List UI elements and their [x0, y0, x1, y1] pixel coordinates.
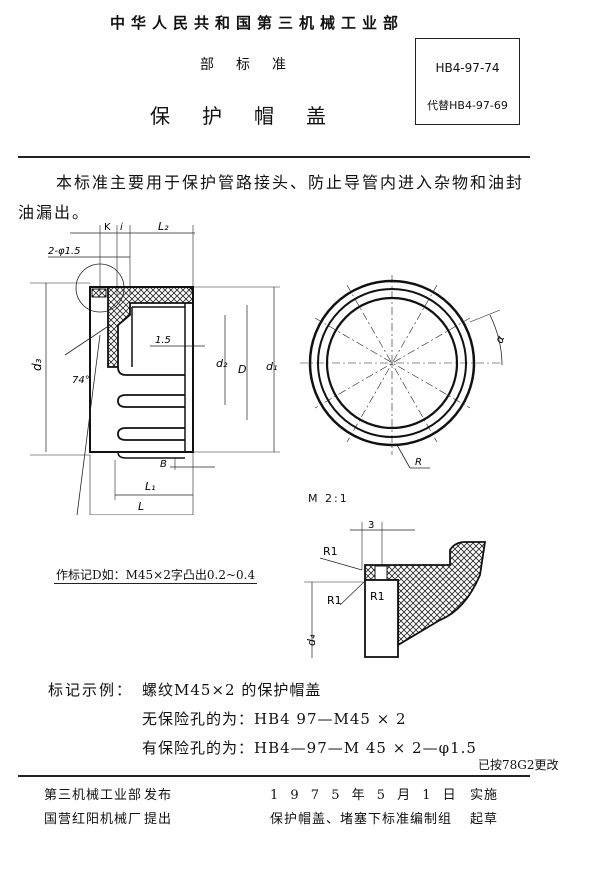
side-section-view: K i L₂ 2-φ1.5 74° d₃ 1.5 d₂ D d₁ B L₁ L	[30, 220, 280, 515]
svg-text:R1: R1	[370, 590, 385, 603]
marking-example-line: 螺纹M45×2 的保护帽盖	[142, 681, 322, 699]
svg-text:d₃: d₃	[30, 358, 44, 371]
revision-note: 已按78G2更改	[478, 758, 559, 772]
issue-action: 发布	[144, 788, 173, 803]
effective-date: 1 9 7 5 年 5 月 1 日	[270, 788, 460, 803]
label-holes: 2-φ1.5	[48, 246, 80, 257]
svg-text:i: i	[120, 222, 123, 233]
detail-scale: M 2:1	[308, 492, 349, 505]
standard-number: HB4-97-74	[435, 61, 500, 75]
marking-example-label: 标记示例：	[48, 681, 134, 699]
top-divider	[18, 156, 530, 158]
svg-text:L: L	[138, 500, 144, 513]
draft-action: 起草	[470, 812, 499, 827]
detail-view: 3 R1 R1 R1 d₄	[304, 520, 487, 658]
replaces-standard: 代替HB4-97-69	[427, 99, 508, 112]
marking-example-line: 无保险孔的为：HB4 97—M45 × 2	[142, 710, 407, 728]
document-title: 保护帽盖	[150, 104, 358, 128]
svg-text:1.5: 1.5	[155, 335, 171, 346]
marking-example-line: 有保险孔的为：HB4—97—M 45 × 2—φ1.5	[142, 739, 477, 757]
svg-text:D: D	[238, 363, 246, 376]
svg-text:R1: R1	[323, 545, 338, 558]
intro-paragraph: 本标准主要用于保护管路接头、防止导管内进入杂物和油封油漏出。	[18, 173, 525, 222]
proposer: 国营红阳机械厂	[44, 812, 143, 827]
svg-text:B: B	[160, 459, 167, 470]
end-view: α R	[300, 275, 508, 469]
drafter: 保护帽盖、堵塞下标准编制组	[270, 812, 453, 827]
standard-code-box: HB4-97-74 代替HB4-97-69	[415, 38, 520, 125]
standard-type: 部标准	[200, 57, 308, 73]
label-alpha: α	[493, 333, 508, 345]
marking-note: 作标记D如：M45×2字凸出0.2~0.4	[54, 568, 258, 584]
svg-text:d₂: d₂	[216, 357, 228, 370]
effective-action: 实施	[470, 788, 499, 803]
label-r: R	[415, 457, 422, 468]
svg-text:d₄: d₄	[305, 634, 318, 646]
svg-text:L₁: L₁	[145, 480, 156, 493]
svg-text:L₂: L₂	[158, 220, 169, 233]
label-k: K	[104, 222, 111, 233]
svg-text:d₁: d₁	[266, 360, 277, 373]
svg-text:R1: R1	[327, 594, 342, 607]
propose-action: 提出	[144, 812, 173, 827]
bottom-divider	[18, 775, 530, 777]
issuing-ministry: 中华人民共和国第三机械工业部	[110, 14, 405, 32]
label-angle: 74°	[72, 375, 90, 386]
issuer: 第三机械工业部	[44, 788, 143, 803]
svg-text:3: 3	[368, 520, 374, 531]
